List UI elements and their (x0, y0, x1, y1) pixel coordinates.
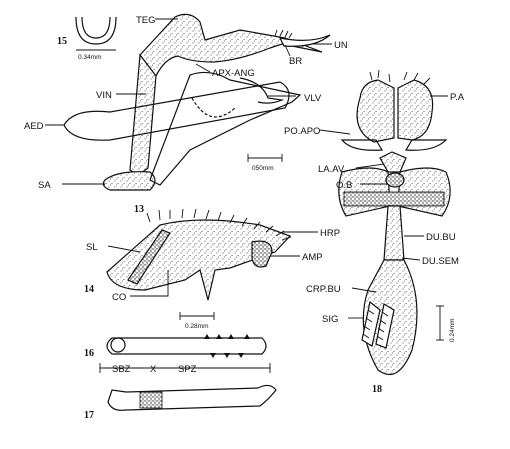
figure-number-17: 17 (84, 410, 94, 421)
fig14-bristles (146, 208, 292, 241)
fig15-inner-arc (81, 16, 111, 39)
fig13-scale-label: 050mm (252, 165, 274, 172)
papilla-right (397, 79, 434, 141)
signum-right-striations (376, 311, 389, 341)
label-crp-bu: CRP.BU (306, 284, 341, 295)
fig15-scale-label: 0.34mm (78, 54, 101, 61)
leader-po-apo (319, 129, 351, 135)
figure-16: SBZ X SPZ 16 (84, 334, 271, 375)
figure-15: 0.34mm 15 (57, 16, 117, 61)
fig16-aedeagus-outline (106, 337, 267, 355)
label-du-sem: DU.SEM (422, 256, 459, 267)
leader-crp-bu (351, 287, 377, 293)
brush-bristles (274, 29, 293, 39)
fig16-ring (110, 337, 126, 353)
figure-number-15: 15 (57, 36, 67, 47)
figure-13: 050mm TEG UN BR APX-ANG VIN VLV AED SA 1… (24, 13, 348, 215)
signum-left-striations (362, 309, 375, 339)
fig14-sacculus-band (127, 229, 171, 285)
label-amp: AMP (302, 252, 323, 263)
fig18-scale-label: 0.24mm (449, 319, 456, 342)
vinculum-shape (129, 53, 157, 176)
figure-number-13: 13 (134, 204, 144, 215)
label-x: X (150, 364, 157, 375)
ductus-band (343, 191, 445, 207)
figure-17: 17 (84, 384, 277, 421)
label-aed: AED (24, 121, 44, 132)
fig15-outer-arc (75, 16, 117, 45)
papilla-setae (369, 69, 431, 85)
label-sbz: SBZ (112, 364, 131, 375)
label-la-av: LA.AV (318, 164, 345, 175)
figure-number-14: 14 (84, 284, 94, 295)
apophysis-right (404, 139, 448, 151)
fig17-outline (107, 384, 277, 411)
label-un: UN (334, 40, 348, 51)
leader-br (284, 44, 291, 57)
label-vlv: VLV (304, 93, 322, 104)
tegumen-shape (139, 13, 323, 78)
label-ob: O.B (336, 180, 352, 191)
label-co: CO (112, 292, 126, 303)
fig17-stippled-band (139, 391, 163, 409)
label-sa: SA (38, 180, 51, 191)
label-apx-ang: APX-ANG (212, 68, 255, 79)
aedeagus-dashed (191, 97, 236, 118)
apx-ang-shape (239, 77, 285, 104)
papilla-left (356, 79, 395, 143)
label-sl: SL (86, 242, 98, 253)
signum-right (375, 303, 395, 349)
uncus-shape (278, 34, 331, 47)
leader-la-av (355, 163, 385, 169)
apophysis-left (340, 139, 384, 151)
leader-co (130, 270, 169, 297)
label-teg: TEG (136, 15, 156, 26)
ductus-bursae (383, 205, 405, 261)
label-po-apo: PO.APO (284, 126, 320, 137)
fig14-valva-shape (106, 219, 292, 301)
label-vin: VIN (96, 90, 112, 101)
label-br: BR (289, 56, 302, 67)
leader-sl (107, 245, 141, 253)
label-hrp: HRP (320, 228, 340, 239)
fig16-cornuti (204, 334, 250, 358)
label-pa: P.A (450, 92, 465, 103)
aedeagus-shape (63, 81, 290, 141)
figure-number-16: 16 (84, 348, 94, 359)
label-spz: SPZ (178, 364, 197, 375)
lamella-antevaginalis (379, 151, 407, 173)
fig14-scale-label: 0.28mm (185, 323, 208, 330)
ostium-bursae (385, 172, 405, 188)
figure-number-18: 18 (372, 384, 382, 395)
leader-apx-ang (195, 63, 211, 73)
figure-14: 0.28mm SL HRP AMP CO 14 (84, 208, 340, 330)
fig14-ampulla-shape (251, 240, 273, 268)
signum-left (361, 300, 381, 347)
saccus-shape (102, 171, 156, 191)
leader-du-sem (401, 257, 421, 261)
figure-18: P.A PO.APO LA.AV O.B DU.BU DU.SEM CRP.BU… (284, 69, 465, 395)
label-du-bu: DU.BU (426, 232, 456, 243)
valva-shape (149, 71, 302, 186)
label-sig: SIG (322, 314, 338, 325)
